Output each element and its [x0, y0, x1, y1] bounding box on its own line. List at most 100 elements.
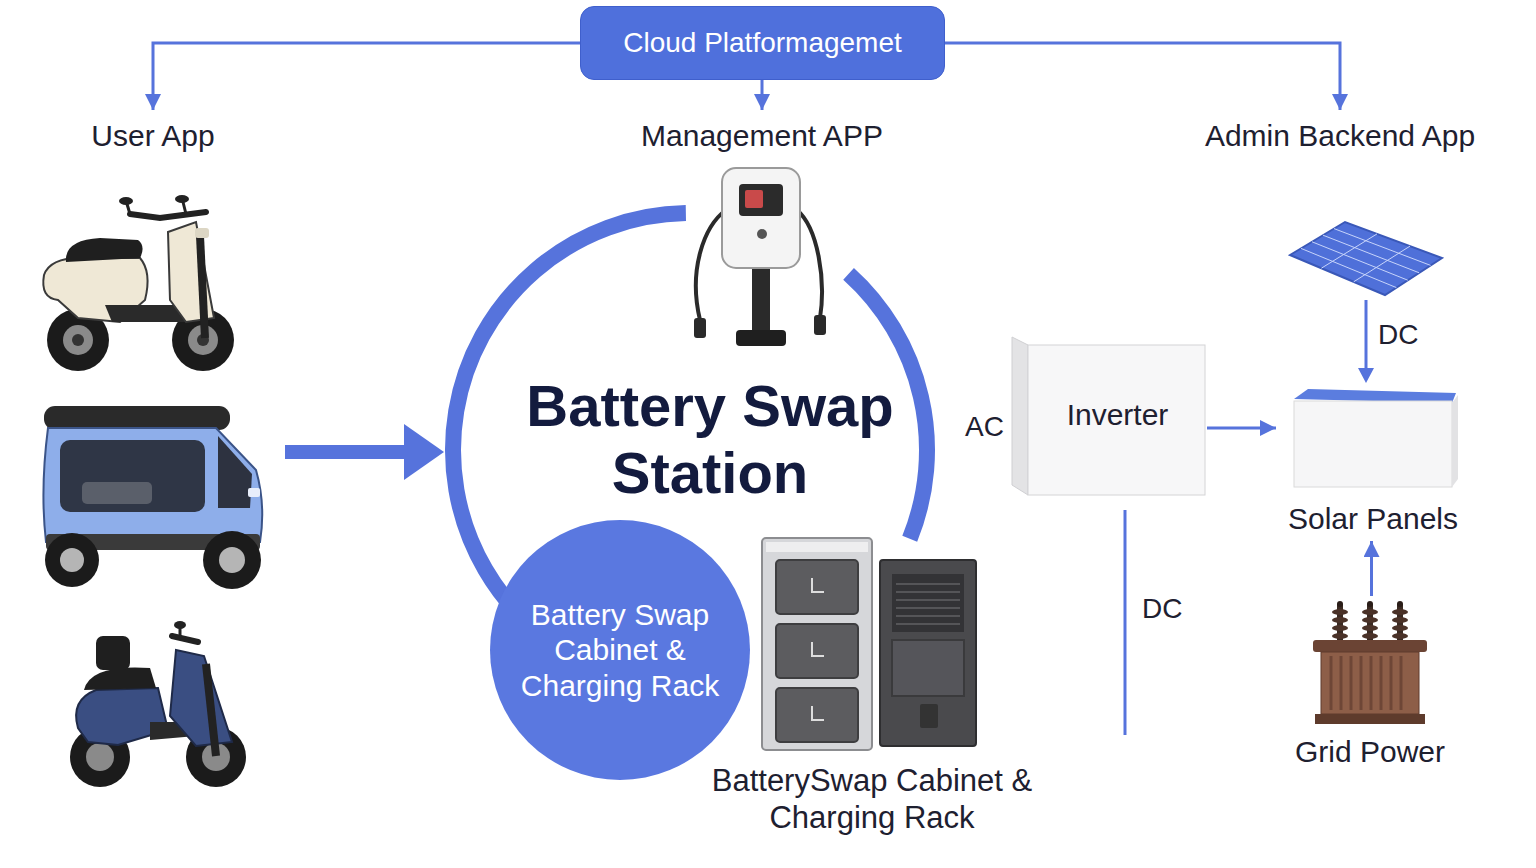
scooter-illustration	[172, 636, 198, 642]
grid-source-outline	[1380, 656, 1383, 710]
label-holder: BatterySwap Cabinet & Charging Rack	[672, 762, 1072, 836]
cabinet-illustration	[776, 688, 858, 742]
scooter-illustration	[130, 212, 206, 218]
annotation-label: AC	[965, 410, 1004, 444]
scooter-illustration	[70, 621, 246, 787]
grid-source-outline	[1392, 609, 1408, 615]
grid-source-outline	[1370, 656, 1373, 710]
app-label: User App	[85, 114, 221, 158]
solar-panel-illustration	[1290, 222, 1442, 295]
node-text: Management APP	[641, 118, 883, 154]
grid-source-outline	[1390, 656, 1393, 710]
auto-rickshaw-illustration	[219, 547, 245, 573]
app-label: Management APP	[635, 114, 889, 158]
grid-source-outline	[1330, 656, 1333, 710]
cabinet-illustration	[812, 578, 824, 592]
charger-illustration	[736, 330, 786, 346]
grid-source-outline	[1367, 601, 1373, 607]
scooter-illustration	[96, 636, 130, 670]
scooter-illustration	[170, 650, 232, 746]
label-holder: AC	[965, 410, 1004, 444]
flow-arrow	[285, 424, 444, 480]
solar-box-outline	[1294, 401, 1452, 487]
auto-rickshaw-illustration	[248, 488, 260, 497]
scooter-illustration	[86, 743, 114, 771]
auto-rickshaw-illustration	[45, 533, 99, 587]
node-text-group: Grid Power	[1295, 734, 1445, 770]
inverter-box-outline	[1012, 337, 1028, 495]
scooter-illustration	[200, 236, 205, 338]
charger-illustration	[745, 190, 763, 208]
cabinet-illustration	[812, 642, 824, 656]
grid-source-outline	[1350, 656, 1353, 710]
inverter-box: Inverter	[1012, 335, 1207, 495]
node-text: User App	[91, 118, 214, 154]
flow-arrow	[285, 445, 410, 459]
scooter-illustration	[84, 667, 156, 690]
cabinet-illustration	[920, 704, 938, 728]
charger-illustration	[757, 229, 767, 239]
scooter-illustration	[119, 197, 133, 205]
scooter-illustration	[183, 202, 186, 214]
cabinet-illustration	[776, 624, 858, 678]
inverter-box-outline	[1028, 345, 1205, 495]
grid-source-outline	[1360, 656, 1363, 710]
cabinet-illustration	[762, 538, 872, 750]
station-ring: Battery Swap StationBattery Swap Cabinet…	[445, 205, 935, 695]
node-text-group: Management APP	[641, 118, 883, 154]
cabinet-illustration	[892, 574, 964, 632]
cabinet-illustration	[896, 584, 960, 624]
label-holder: DC	[1378, 318, 1418, 352]
charger-illustration	[739, 184, 783, 216]
cabinet-illustration	[776, 560, 858, 614]
node-text: Battery Swap Cabinet & Charging Rack	[510, 597, 730, 703]
grid-source-outline	[1321, 652, 1419, 714]
flow-arrow	[404, 424, 444, 480]
label-holder: DC	[1142, 592, 1182, 626]
annotation-label: DC	[1142, 592, 1182, 626]
auto-rickshaw-illustration	[44, 406, 230, 430]
node-text-group: User App	[91, 118, 214, 154]
connector	[153, 43, 580, 110]
node-text: Battery Swap Station	[495, 373, 925, 506]
node-text: Inverter	[1067, 397, 1169, 433]
node-text-group: Battery Swap Station	[495, 373, 925, 506]
solar-box-outline	[1452, 395, 1458, 487]
scooter-illustration	[66, 238, 143, 262]
grid-source-outline	[1362, 609, 1378, 615]
grid-source-outline	[1392, 617, 1408, 623]
dc-arrow	[1358, 368, 1374, 383]
connector	[1370, 541, 1373, 596]
dc-arrow	[1358, 300, 1374, 383]
node-text-group: Admin Backend App	[1205, 118, 1475, 154]
scooter-illustration	[174, 621, 186, 629]
node-text: Cloud Platformagemet	[623, 26, 902, 60]
scooter-illustration	[179, 628, 182, 638]
cabinet-illustration	[892, 640, 964, 696]
cabinet-illustration	[766, 542, 868, 552]
scooter-illustration	[105, 305, 185, 322]
node-text: Grid Power	[1295, 734, 1445, 770]
charger-illustration	[752, 262, 770, 334]
cabinet-circle-outline	[490, 520, 750, 780]
grid-source-outline	[1313, 640, 1427, 652]
scooter-illustration	[127, 204, 130, 214]
auto-rickshaw-illustration	[60, 548, 84, 572]
grid-source: Grid Power	[1275, 598, 1465, 770]
grid-source-outline	[1400, 656, 1403, 710]
node-text: Solar Panels	[1288, 501, 1458, 537]
grid-source-outline	[1337, 601, 1343, 607]
auto-rickshaw-illustration	[82, 482, 152, 504]
cabinet-circle: Battery Swap Cabinet & Charging Rack	[490, 520, 750, 780]
cabinet-illustration	[812, 706, 824, 720]
auto-rickshaw-illustration	[218, 436, 252, 508]
cabinet-illustration	[762, 538, 976, 750]
grid-source-outline	[1362, 617, 1378, 623]
connector	[761, 80, 764, 110]
dc-wire	[1125, 510, 1126, 735]
connector	[1207, 427, 1276, 430]
cabinet-illustration	[880, 560, 976, 746]
charger-illustration	[694, 318, 706, 338]
